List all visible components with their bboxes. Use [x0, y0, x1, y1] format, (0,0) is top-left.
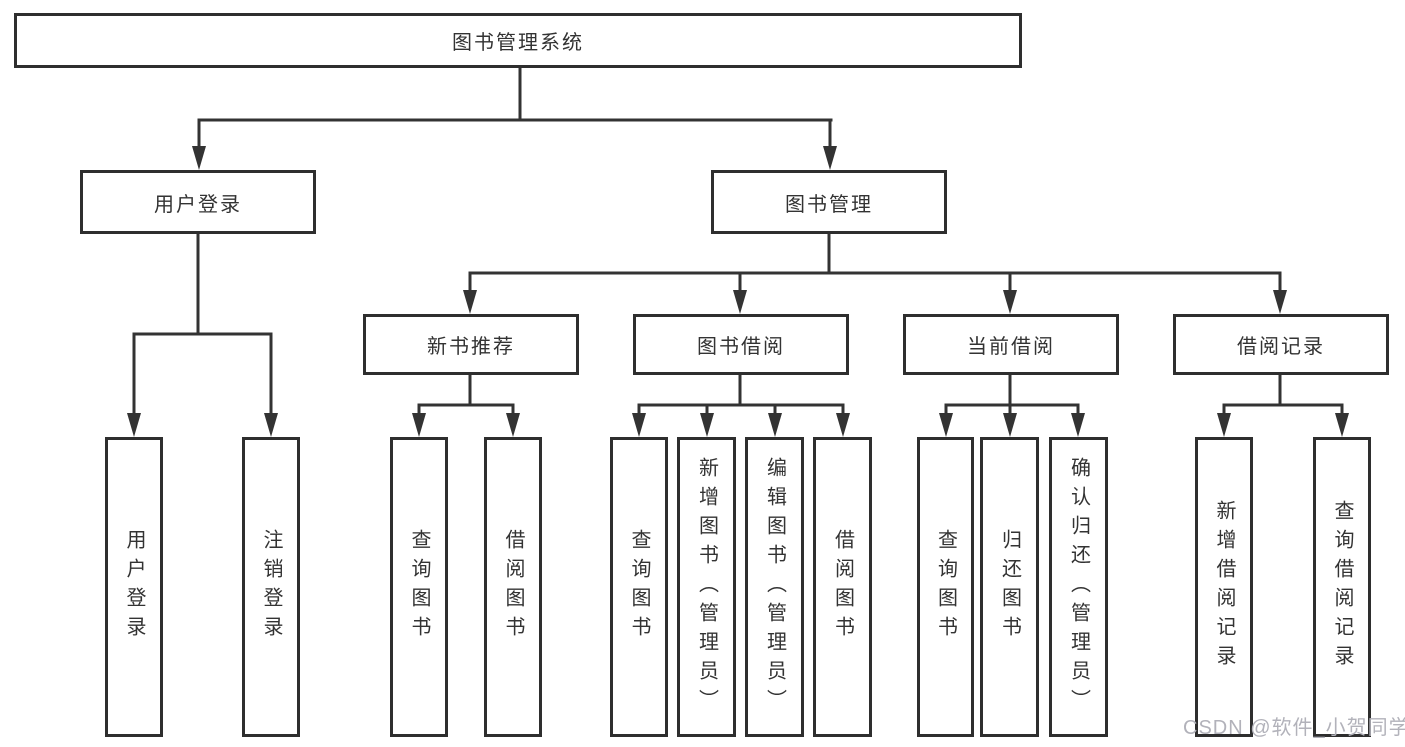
- arrowheads: [127, 146, 1349, 437]
- node-new-book-recommend: 新书推荐: [363, 314, 579, 375]
- node-library-system: 图书管理系统: [14, 13, 1022, 68]
- leaf-user-login: 用户登录: [105, 437, 163, 737]
- leaf-add-borrow-record: 新增借阅记录: [1195, 437, 1253, 737]
- leaf-query-borrow-record: 查询借阅记录: [1313, 437, 1371, 737]
- node-user-login: 用户登录: [80, 170, 316, 234]
- node-book-management: 图书管理: [711, 170, 947, 234]
- leaf-confirm-return-admin: 确认归还（管理员）: [1049, 437, 1108, 737]
- watermark: CSDN @软件_小贺同学: [1183, 717, 1405, 739]
- node-book-borrow: 图书借阅: [633, 314, 849, 375]
- leaf-query-books-recommend: 查询图书: [390, 437, 448, 737]
- leaf-return-book: 归还图书: [980, 437, 1039, 737]
- leaf-add-book-admin: 新增图书（管理员）: [677, 437, 736, 737]
- leaf-edit-book-admin: 编辑图书（管理员）: [745, 437, 804, 737]
- leaf-query-books-borrow: 查询图书: [610, 437, 668, 737]
- leaf-borrow-books: 借阅图书: [813, 437, 872, 737]
- leaf-borrow-books-recommend: 借阅图书: [484, 437, 542, 737]
- node-borrow-records: 借阅记录: [1173, 314, 1389, 375]
- leaf-query-books-current: 查询图书: [917, 437, 974, 737]
- leaf-logout: 注销登录: [242, 437, 300, 737]
- node-current-borrow: 当前借阅: [903, 314, 1119, 375]
